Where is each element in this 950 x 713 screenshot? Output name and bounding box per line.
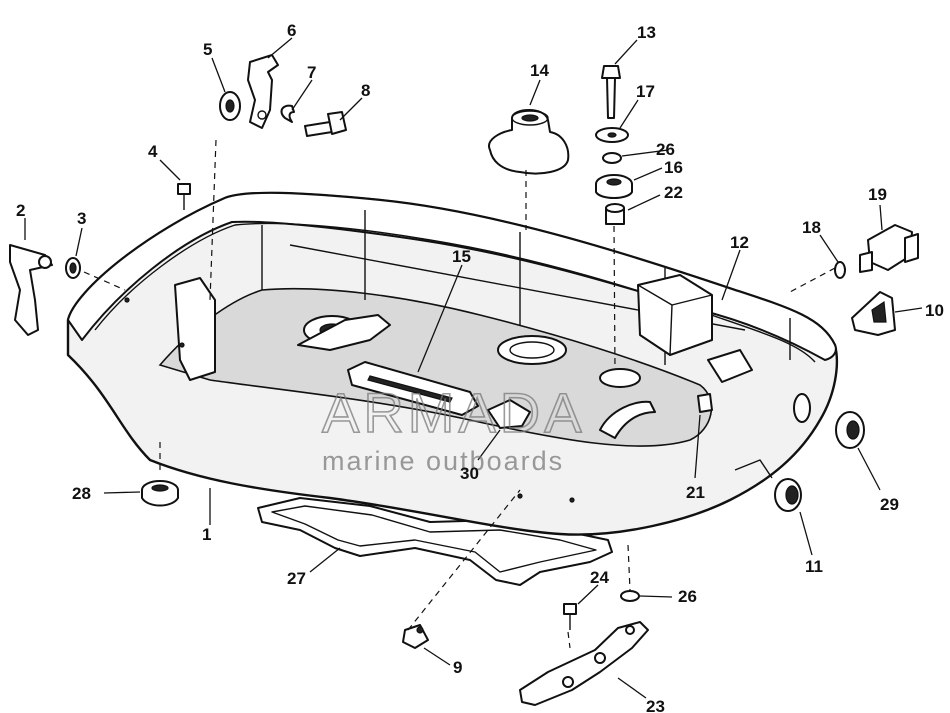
callout-6: 6 <box>287 21 296 40</box>
washer-part <box>65 257 81 279</box>
callout-2: 2 <box>16 201 25 220</box>
grommet-part-16 <box>595 174 633 199</box>
washer-part-17 <box>595 127 629 143</box>
screw-part-21 <box>697 393 713 413</box>
callout-4: 4 <box>148 142 158 161</box>
screw-part-24 <box>563 603 577 630</box>
spacer-part-upper <box>602 152 622 164</box>
callout-labels: 1 2 3 4 5 6 7 8 9 10 11 12 13 14 15 16 1… <box>16 21 944 713</box>
washer-part-5 <box>219 91 241 121</box>
callout-21: 21 <box>686 483 705 502</box>
callout-23: 23 <box>646 697 665 713</box>
screw-part <box>177 183 191 210</box>
callout-5: 5 <box>203 40 212 59</box>
callout-17: 17 <box>636 82 655 101</box>
grommet-part-29 <box>835 411 865 449</box>
bolt-part <box>304 111 347 137</box>
watermark-brand: ARMADA <box>322 381 586 444</box>
lever-arm-part <box>9 244 53 336</box>
callout-3: 3 <box>77 209 86 228</box>
callout-16: 16 <box>664 158 683 177</box>
latch-hook-part <box>247 54 279 129</box>
lower-cowl-housing <box>66 191 839 586</box>
callout-13: 13 <box>637 23 656 42</box>
grommet-part-11 <box>774 478 802 512</box>
callout-15: 15 <box>452 247 471 266</box>
spacer-part-lower <box>620 590 640 602</box>
bolt-part-13 <box>601 65 621 119</box>
watermark-tagline: marine outboards <box>322 446 564 476</box>
callout-26-lower: 26 <box>678 587 697 606</box>
callout-19: 19 <box>868 185 887 204</box>
callout-28: 28 <box>72 484 91 503</box>
fitting-part <box>859 224 919 273</box>
callout-22: 22 <box>664 183 683 202</box>
rivet-part <box>402 624 429 649</box>
callout-8: 8 <box>361 81 370 100</box>
callout-12: 12 <box>730 233 749 252</box>
callout-27: 27 <box>287 569 306 588</box>
bracket-plate-part <box>519 621 649 706</box>
sleeve-part <box>605 203 625 225</box>
leader-lines <box>24 37 923 699</box>
callout-10: 10 <box>925 301 944 320</box>
callout-18: 18 <box>802 218 821 237</box>
callout-24: 24 <box>590 568 609 587</box>
callout-14: 14 <box>530 61 549 80</box>
callout-1: 1 <box>202 525 211 544</box>
callout-7: 7 <box>307 63 316 82</box>
callout-30: 30 <box>460 464 479 483</box>
callout-11: 11 <box>805 557 823 576</box>
clip-part <box>280 104 295 123</box>
callout-29: 29 <box>880 495 899 514</box>
callout-26-upper: 26 <box>656 140 675 159</box>
callout-9: 9 <box>453 658 462 677</box>
assembly-lines <box>83 139 836 649</box>
washer-part-18 <box>834 261 846 279</box>
grommet-part-28 <box>141 480 179 507</box>
triangular-grommet-part <box>851 291 896 336</box>
boot-grommet-part <box>488 109 570 175</box>
